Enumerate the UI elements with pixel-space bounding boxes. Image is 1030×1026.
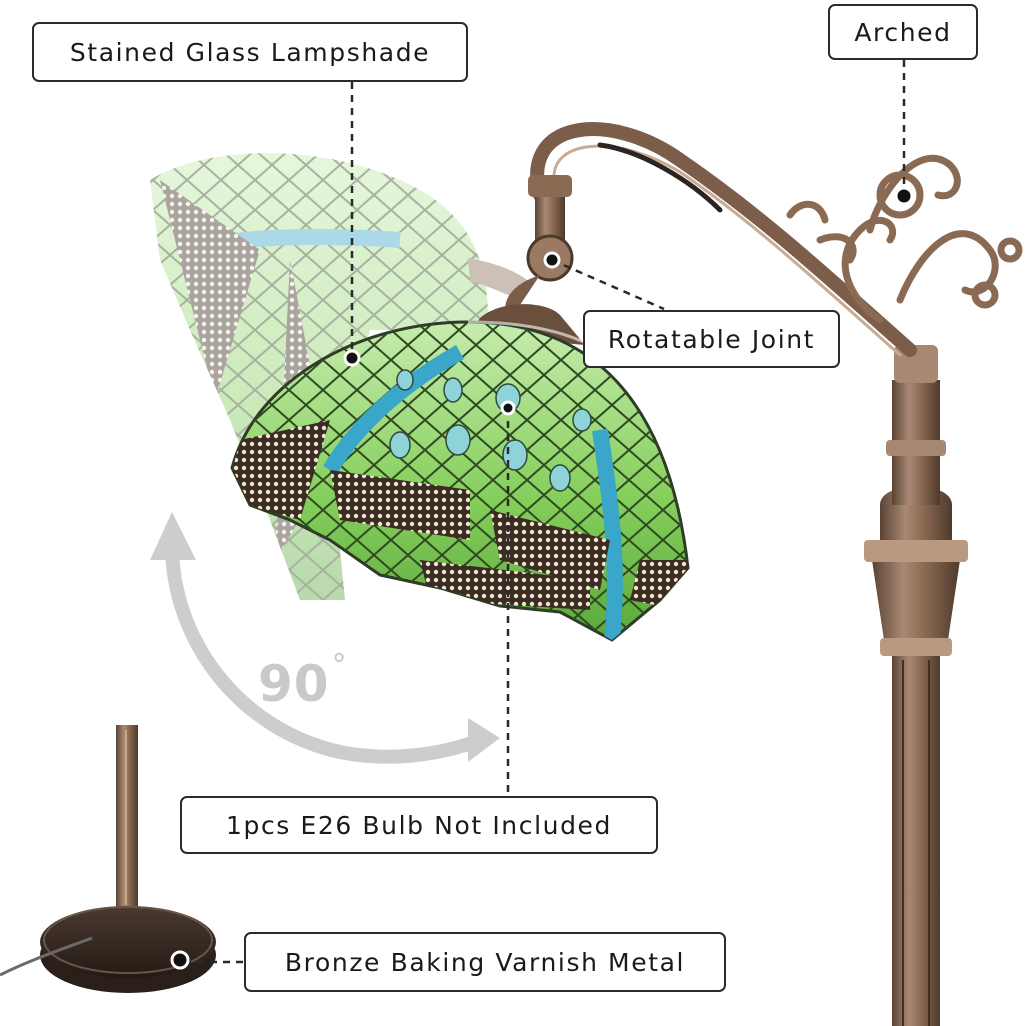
rotation-angle-value: 90 [258,655,330,713]
base-material-callout: Bronze Baking Varnish Metal [244,932,726,992]
scroll-ornament [786,154,1023,324]
lamp-base [0,725,216,993]
rotation-angle-label: 90° [258,648,348,713]
arched-arm [530,122,917,357]
arched-callout: Arched [828,4,978,60]
callout-dot-icon [170,186,914,970]
lamp-pole [864,345,968,1026]
rotation-arrow-icon [150,512,500,764]
rotatable-joint [470,175,585,345]
callout-guides [184,60,906,964]
bulb-callout: 1pcs E26 Bulb Not Included [180,796,658,854]
rotation-angle-unit: ° [331,648,348,683]
rotatable-joint-callout: Rotatable Joint [583,310,840,368]
lampshade-callout: Stained Glass Lampshade [32,22,468,82]
